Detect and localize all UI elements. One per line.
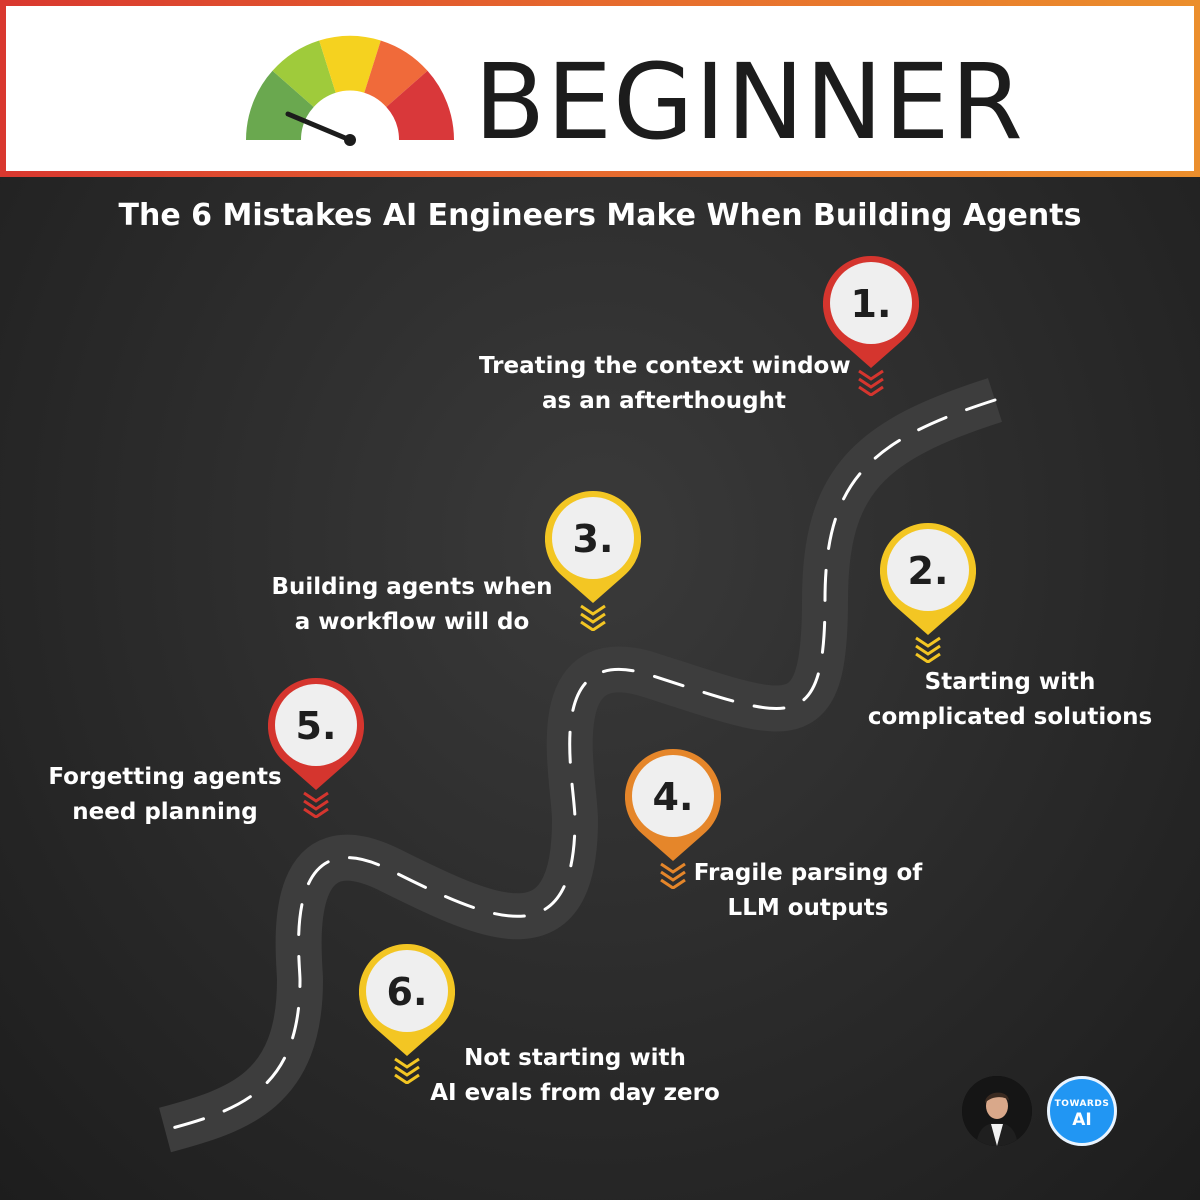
step-number: 3. xyxy=(572,517,614,561)
map-pin-icon xyxy=(267,677,365,819)
step-label-4: Fragile parsing of LLM outputs xyxy=(693,860,923,921)
author-avatar xyxy=(962,1076,1032,1146)
road-center-dashes xyxy=(163,398,997,1132)
step-label-3: Building agents when a workflow will do xyxy=(271,574,553,635)
gauge-segment-orange xyxy=(364,40,428,107)
person-icon xyxy=(962,1076,1032,1146)
gauge-segment-lightgreen xyxy=(272,40,336,107)
towards-ai-logo: TOWARDS AI xyxy=(1047,1076,1117,1146)
step-marker-4: 4. xyxy=(624,748,722,890)
step-marker-2: 2. xyxy=(879,522,977,664)
step-number: 2. xyxy=(907,549,949,593)
step-label-1: Treating the context window as an aftert… xyxy=(479,353,851,414)
step-marker-6: 6. xyxy=(358,943,456,1085)
level-title: BEGINNER xyxy=(474,41,1024,163)
step-label-2: Starting with complicated solutions xyxy=(867,669,1153,730)
logo-text-bottom: AI xyxy=(1072,1110,1092,1130)
step-label-6: Not starting with AI evals from day zero xyxy=(430,1045,720,1106)
map-pin-icon xyxy=(544,490,642,632)
map-pin-icon xyxy=(879,522,977,664)
page-title: The 6 Mistakes AI Engineers Make When Bu… xyxy=(118,198,1082,233)
header-banner: BEGINNER xyxy=(0,0,1200,177)
step-number: 1. xyxy=(850,282,892,326)
map-pin-icon xyxy=(624,748,722,890)
logo-text-top: TOWARDS xyxy=(1054,1099,1110,1109)
gauge-needle xyxy=(285,111,353,143)
speedometer-icon xyxy=(246,35,454,146)
step-number: 4. xyxy=(652,775,694,819)
gauge-segment-yellow xyxy=(319,35,381,93)
step-number: 6. xyxy=(386,970,428,1014)
gauge-segment-green xyxy=(246,70,314,140)
gauge-needle-hub xyxy=(344,134,356,146)
step-number: 5. xyxy=(295,704,337,748)
step-marker-1: 1. xyxy=(822,255,920,397)
step-label-5: Forgetting agents need planning xyxy=(48,764,282,825)
gauge-segment-red xyxy=(386,70,454,140)
step-marker-3: 3. xyxy=(544,490,642,632)
step-marker-5: 5. xyxy=(267,677,365,819)
map-pin-icon xyxy=(358,943,456,1085)
map-pin-icon xyxy=(822,255,920,397)
